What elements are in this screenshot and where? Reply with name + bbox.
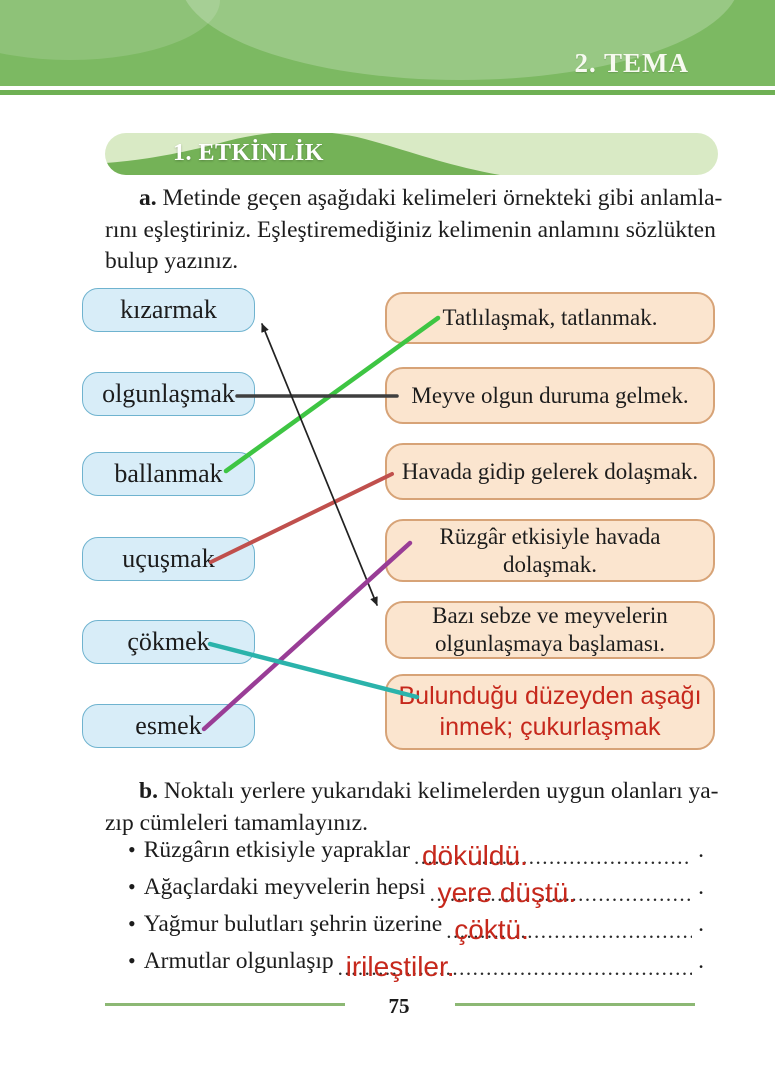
definition-box-6-handwritten: Bulunduğu düzeyden aşağı inmek; çukurlaş… bbox=[385, 674, 715, 750]
handwritten-answer: irileştiler. bbox=[345, 951, 455, 982]
bullet-icon: • bbox=[128, 948, 136, 973]
band-light-sweep-corner bbox=[0, 0, 220, 60]
fill-in-row-2: • Ağaçlardaki meyvelerin hepsi .........… bbox=[128, 874, 704, 910]
instruction-a: a. Metinde geçen aşağıdaki kelimeleri ör… bbox=[105, 183, 723, 278]
end-period: . bbox=[698, 948, 704, 974]
definition-box-3: Havada gidip gelerek dolaşmak. bbox=[385, 443, 715, 500]
bullet-icon: • bbox=[128, 837, 136, 862]
bullet-icon: • bbox=[128, 874, 136, 899]
sentence-prefix: Rüzgârın etkisiyle yapraklar bbox=[143, 837, 410, 863]
instruction-a-line2: rını eşleştiriniz. Eşleştiremediğiniz ke… bbox=[105, 216, 716, 243]
instruction-b-letter: b. bbox=[139, 778, 158, 804]
sentence-prefix: Yağmur bulutları şehrin üzerine bbox=[143, 911, 443, 937]
dot-leader: ........................................… bbox=[337, 956, 692, 980]
fill-in-row-1: • Rüzgârın etkisiyle yapraklar .........… bbox=[128, 837, 704, 873]
word-box-ucusmak: uçuşmak bbox=[82, 537, 255, 581]
instruction-a-line3: bulup yazınız. bbox=[105, 248, 239, 274]
definition-text: Bazı sebze ve meyvelerin olgunlaşmaya ba… bbox=[432, 603, 668, 656]
definition-text: Tatlılaşmak, tatlanmak. bbox=[442, 305, 658, 330]
word-label: uçuşmak bbox=[122, 544, 215, 573]
end-period: . bbox=[698, 874, 704, 900]
sentence-prefix: Ağaçlardaki meyvelerin hepsi bbox=[143, 874, 426, 900]
dotted-blank: ........................................… bbox=[446, 911, 692, 947]
word-label: çökmek bbox=[127, 627, 210, 656]
bullet-icon: • bbox=[128, 911, 136, 936]
footer-rule-right bbox=[455, 1003, 695, 1006]
dot-leader: ........................................… bbox=[446, 919, 692, 943]
dotted-blank: ........................................… bbox=[338, 948, 692, 984]
definition-text: Rüzgâr etkisiyle havada dolaşmak. bbox=[439, 523, 661, 577]
word-box-esmek: esmek bbox=[82, 704, 255, 748]
theme-label: 2. TEMA bbox=[574, 48, 689, 78]
end-period: . bbox=[698, 911, 704, 937]
dotted-blank: ........................................… bbox=[414, 837, 692, 873]
activity-label: 1. ETKİNLİK bbox=[173, 140, 324, 166]
dotted-blank: ........................................… bbox=[430, 874, 693, 910]
footer-rule-left bbox=[105, 1003, 345, 1006]
end-period: . bbox=[698, 837, 704, 863]
definition-text-red: Bulunduğu düzeyden aşağı inmek; çukurlaş… bbox=[398, 682, 702, 741]
word-box-cokmek: çökmek bbox=[82, 620, 255, 664]
match-line bbox=[261, 323, 378, 606]
instruction-b-line2: zıp cümleleri tamamlayınız. bbox=[105, 809, 368, 836]
dot-leader: ........................................… bbox=[413, 845, 693, 869]
instruction-b: b. Noktalı yerlere yukarıdaki kelimelerd… bbox=[105, 776, 721, 839]
fill-in-row-3: • Yağmur bulutları şehrin üzerine ......… bbox=[128, 911, 704, 947]
word-box-kizarmak: kızarmak bbox=[82, 288, 255, 332]
handwritten-answer: yere düştü. bbox=[437, 877, 577, 908]
word-label: olgunlaşmak bbox=[102, 379, 235, 408]
word-label: ballanmak bbox=[114, 459, 223, 488]
sentence-prefix: Armutlar olgunlaşıp bbox=[143, 948, 334, 974]
definition-box-2: Meyve olgun duruma gelmek. bbox=[385, 367, 715, 424]
activity-wave-shape bbox=[105, 133, 500, 175]
band-divider-rule bbox=[0, 90, 775, 95]
definition-text: Havada gidip gelerek dolaşmak. bbox=[401, 458, 699, 484]
instruction-a-line1: Metinde geçen aşağıdaki kelimeleri örnek… bbox=[162, 185, 723, 211]
definition-box-1: Tatlılaşmak, tatlanmak. bbox=[385, 292, 715, 344]
instruction-a-letter: a. bbox=[139, 185, 157, 211]
handwritten-answer: döküldü. bbox=[421, 840, 528, 871]
word-box-olgunlasmak: olgunlaşmak bbox=[82, 372, 255, 416]
fill-in-row-4: • Armutlar olgunlaşıp ..................… bbox=[128, 948, 704, 984]
activity-header-pill: 1. ETKİNLİK bbox=[105, 133, 718, 175]
theme-header-band: 2. TEMA bbox=[0, 0, 775, 86]
definition-box-5: Bazı sebze ve meyvelerin olgunlaşmaya ba… bbox=[385, 601, 715, 659]
handwritten-answer: çöktü. bbox=[454, 914, 529, 945]
word-box-ballanmak: ballanmak bbox=[82, 452, 255, 496]
definition-text: Meyve olgun duruma gelmek. bbox=[411, 382, 689, 408]
word-label: esmek bbox=[135, 711, 202, 740]
word-label: kızarmak bbox=[120, 295, 217, 324]
page-number: 75 bbox=[388, 994, 410, 1018]
definition-box-4: Rüzgâr etkisiyle havada dolaşmak. bbox=[385, 519, 715, 582]
dot-leader: ........................................… bbox=[429, 882, 693, 906]
instruction-b-line1: Noktalı yerlere yukarıdaki kelimelerden … bbox=[163, 778, 719, 804]
